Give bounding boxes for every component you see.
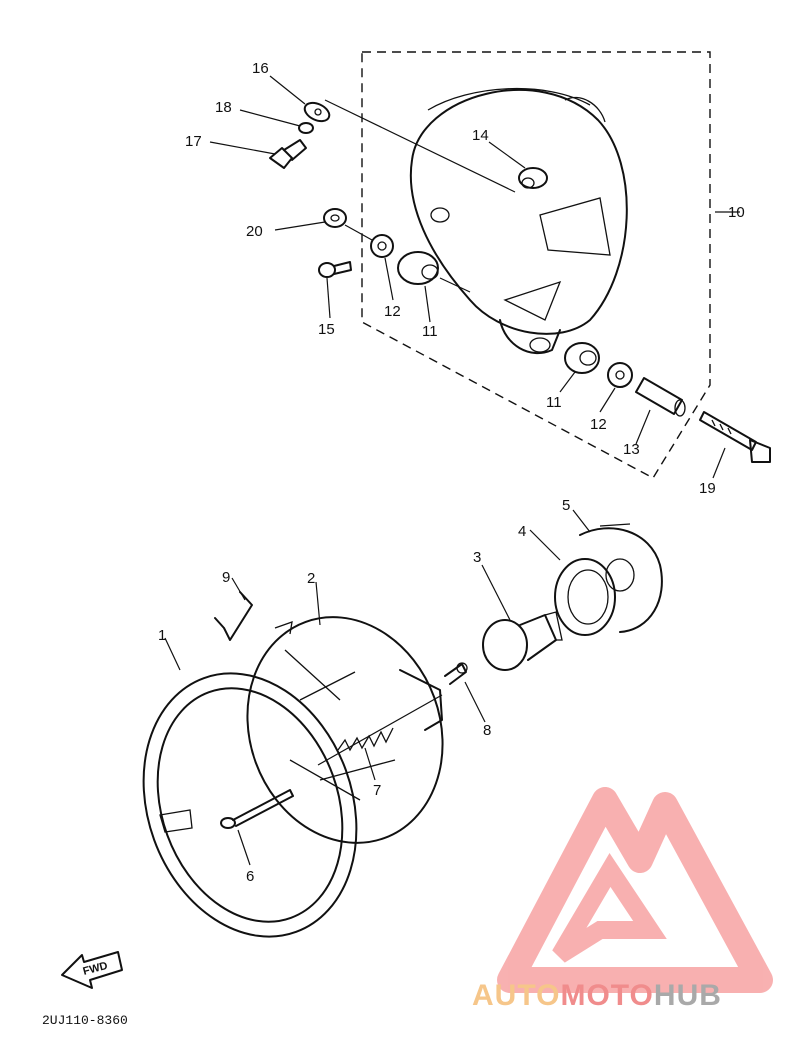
bulb-3 bbox=[482, 611, 563, 671]
lock-washer-18 bbox=[298, 122, 314, 134]
leader-11-axis bbox=[439, 277, 471, 293]
washer-12-upper bbox=[370, 234, 394, 258]
bulb-socket-4 bbox=[554, 558, 616, 636]
callout-13: 13 bbox=[623, 441, 640, 458]
callout-14: 14 bbox=[472, 127, 489, 144]
callout-11-lower: 11 bbox=[546, 394, 562, 411]
watermark-hub: HUB bbox=[654, 979, 722, 1012]
callout-7: 7 bbox=[373, 782, 381, 799]
callout-11-upper: 11 bbox=[422, 323, 438, 340]
adjuster-8 bbox=[444, 662, 468, 685]
bolt-17 bbox=[269, 139, 307, 169]
callout-8: 8 bbox=[483, 722, 491, 739]
callout-17: 17 bbox=[185, 133, 202, 150]
watermark-auto: AUTO bbox=[472, 979, 560, 1012]
collar-13 bbox=[635, 377, 686, 417]
callout-12-upper: 12 bbox=[384, 303, 401, 320]
callout-9: 9 bbox=[222, 569, 230, 586]
headlight-housing bbox=[409, 87, 628, 355]
callout-2: 2 bbox=[307, 570, 315, 587]
callout-3: 3 bbox=[473, 549, 481, 566]
callout-5: 5 bbox=[562, 497, 570, 514]
callout-12-lower: 12 bbox=[590, 416, 607, 433]
bolt-19 bbox=[699, 411, 771, 463]
watermark-text: AUTOMOTOHUB bbox=[472, 979, 722, 1012]
washer-12-lower bbox=[607, 362, 633, 388]
grommet-14 bbox=[518, 167, 548, 189]
socket-cap-5 bbox=[579, 523, 663, 633]
nut-20 bbox=[323, 208, 347, 228]
watermark-logo bbox=[497, 787, 773, 993]
diagram-code: 2UJ110-8360 bbox=[42, 1013, 128, 1028]
screw-15 bbox=[318, 261, 352, 278]
watermark-moto: MOTO bbox=[560, 979, 653, 1012]
callout-leaders bbox=[164, 75, 740, 866]
callout-18: 18 bbox=[215, 99, 232, 116]
callout-16: 16 bbox=[252, 60, 269, 77]
fwd-arrow-icon: FWD bbox=[61, 951, 123, 989]
callout-6: 6 bbox=[246, 868, 254, 885]
callout-10: 10 bbox=[728, 204, 745, 221]
clip-9 bbox=[214, 591, 253, 641]
assembly-boundary bbox=[361, 51, 711, 479]
washer-16 bbox=[303, 101, 331, 123]
leader-20-axis bbox=[344, 224, 373, 241]
bushing-11-lower bbox=[564, 342, 600, 374]
callout-19: 19 bbox=[699, 480, 716, 497]
lens-unit-2 bbox=[246, 616, 444, 844]
screw-6 bbox=[220, 789, 294, 829]
spring-7 bbox=[337, 727, 394, 752]
leader-16-to-14 bbox=[324, 99, 516, 193]
leader-7-axis bbox=[317, 694, 443, 766]
watermark-triangle bbox=[497, 787, 773, 993]
callout-1: 1 bbox=[158, 627, 166, 644]
callout-15: 15 bbox=[318, 321, 335, 338]
callout-4: 4 bbox=[518, 523, 526, 540]
bushing-11-upper bbox=[397, 251, 439, 285]
watermark-inner-mark bbox=[552, 853, 667, 963]
headlight-rim-1 bbox=[142, 672, 358, 938]
callout-20: 20 bbox=[246, 223, 263, 240]
